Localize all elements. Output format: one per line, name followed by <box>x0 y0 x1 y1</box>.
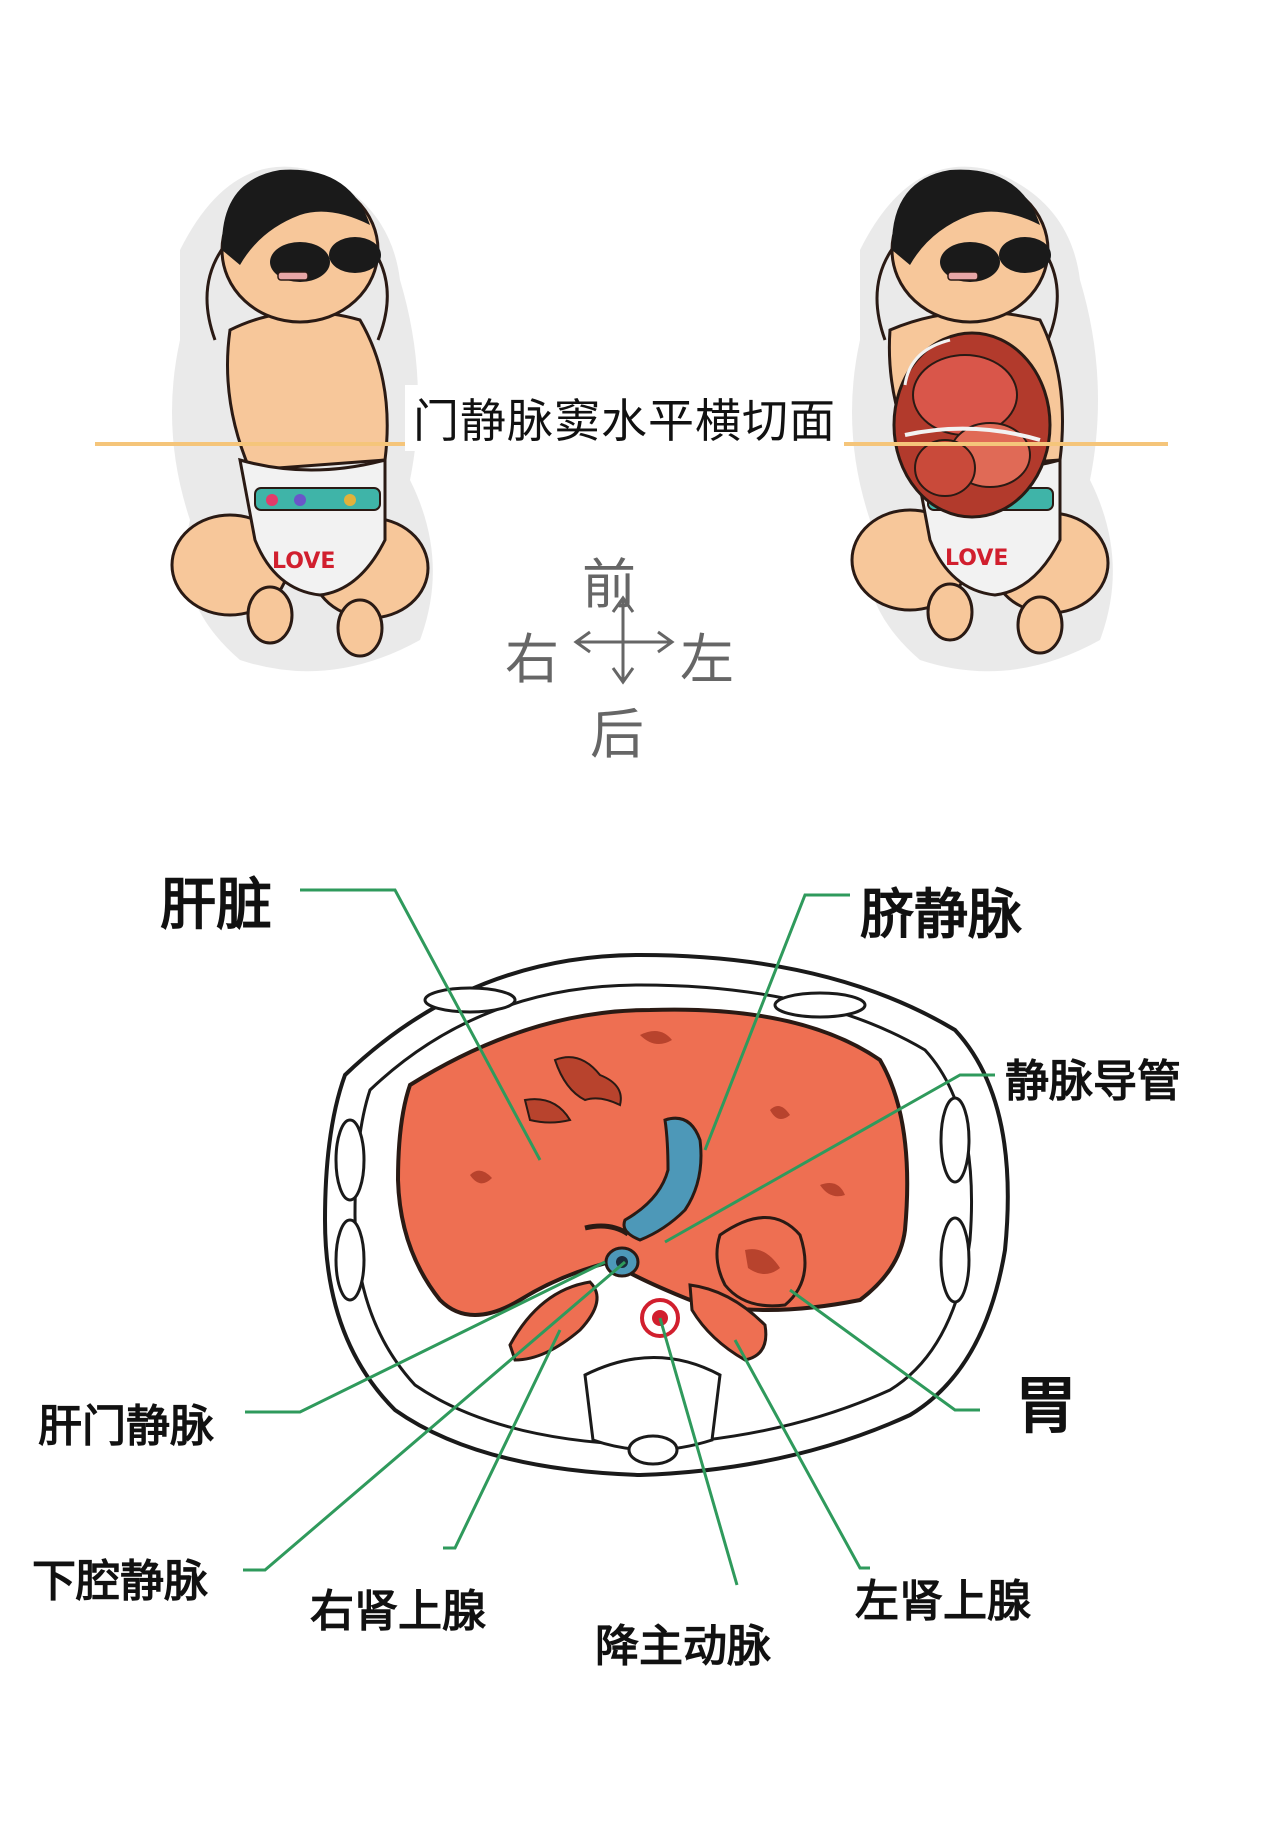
direction-front: 前 <box>582 553 636 616</box>
baby-right: LOVE <box>850 166 1113 672</box>
baby-left: LOVE <box>170 166 433 672</box>
label-liver: 肝脏 <box>160 873 272 938</box>
cross-section <box>322 952 1010 1478</box>
label-umbilical-vein: 脐静脉 <box>860 883 1022 946</box>
diaper-text: LOVE <box>272 549 335 574</box>
direction-right: 右 <box>505 628 559 691</box>
direction-back: 后 <box>590 703 644 766</box>
label-left-adrenal: 左肾上腺 <box>855 1576 1031 1627</box>
direction-left: 左 <box>680 628 734 691</box>
section-title: 门静脉窦水平横切面 <box>405 385 844 451</box>
label-aorta: 降主动脉 <box>595 1621 771 1672</box>
label-stomach: 胃 <box>1015 1369 1078 1442</box>
diaper-text-right: LOVE <box>945 546 1008 571</box>
label-portal-vein: 肝门静脉 <box>38 1401 214 1452</box>
direction-arrows <box>573 595 675 685</box>
label-ivc: 下腔静脉 <box>32 1556 208 1607</box>
label-ductus-venosus: 静脉导管 <box>1005 1056 1181 1107</box>
label-right-adrenal: 右肾上腺 <box>310 1586 486 1637</box>
leader-lines <box>243 888 995 1586</box>
